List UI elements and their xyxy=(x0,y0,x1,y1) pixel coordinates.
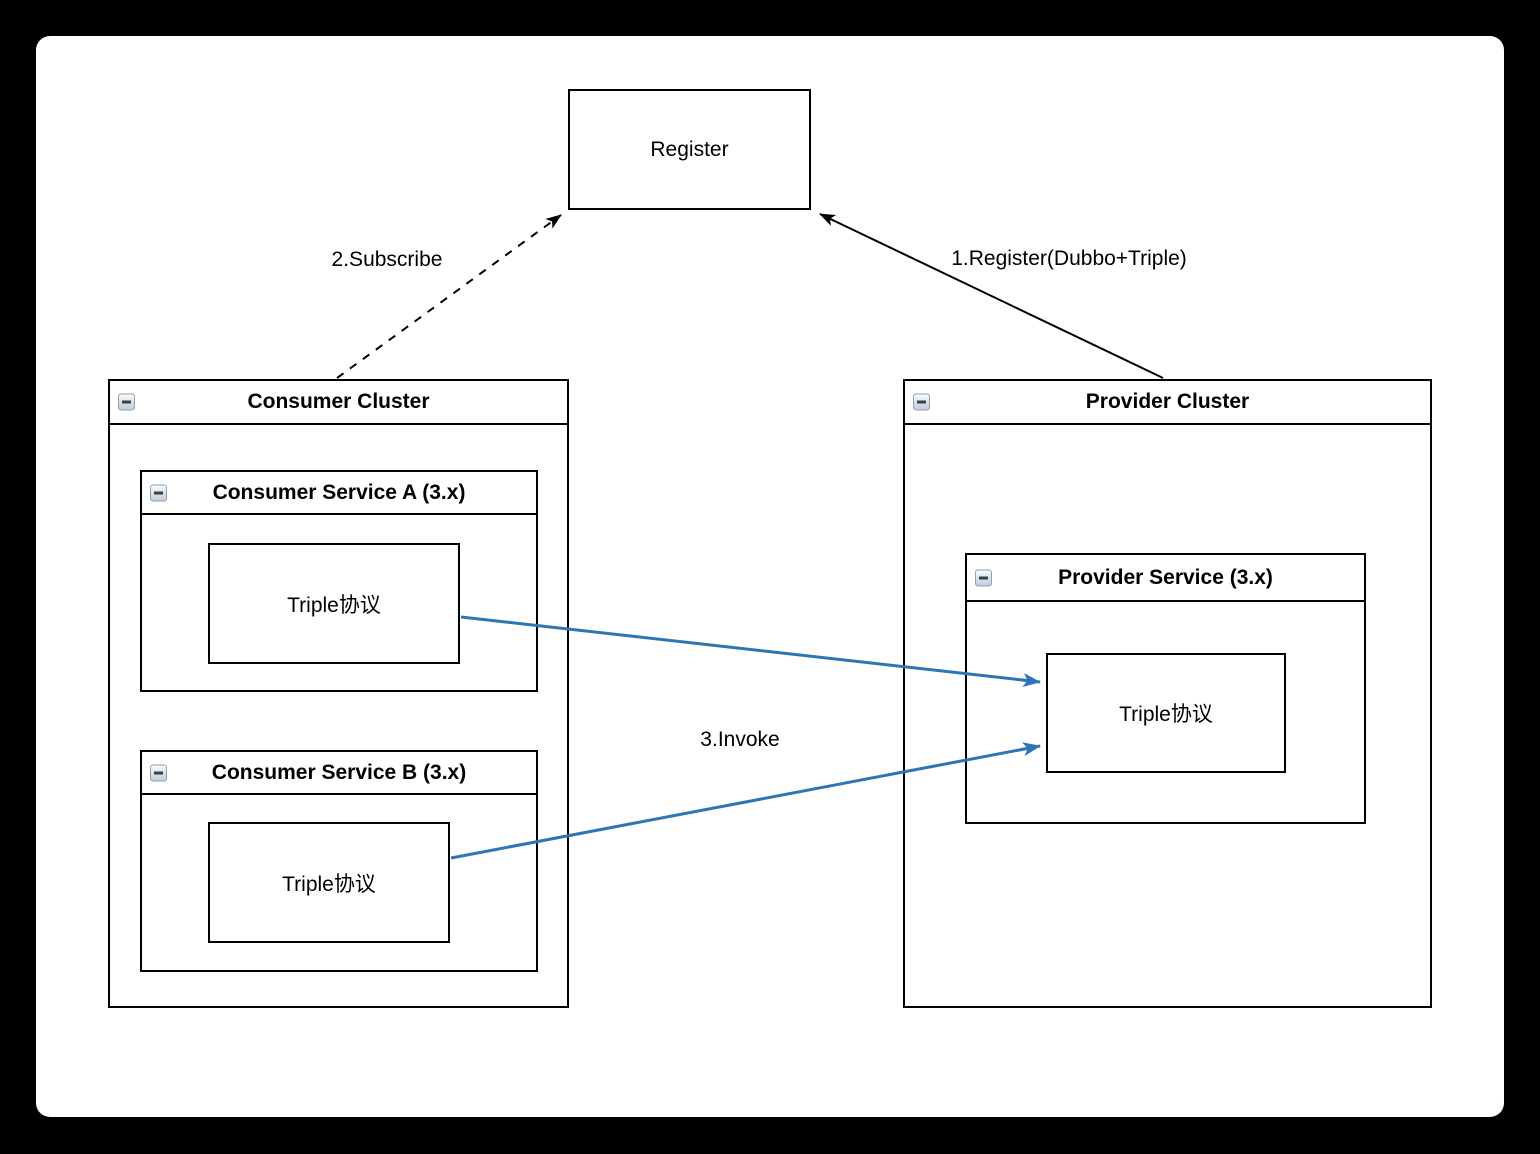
consumer-cluster-header: Consumer Cluster xyxy=(110,381,567,425)
register-edge-arrow[interactable] xyxy=(819,213,1164,379)
register-edge-label: 1.Register(Dubbo+Triple) xyxy=(949,247,1189,271)
collapse-minus-icon[interactable] xyxy=(150,484,167,501)
provider-cluster-header: Provider Cluster xyxy=(905,381,1430,425)
subscribe-edge-arrow[interactable] xyxy=(336,214,562,379)
consumer-service-b-title: Consumer Service B (3.x) xyxy=(211,760,467,784)
register-node-label: Register xyxy=(650,137,729,161)
consumer-b-triple-protocol-node[interactable]: Triple协议 xyxy=(208,822,450,943)
subscribe-edge-label: 2.Subscribe xyxy=(329,248,445,272)
collapse-minus-icon[interactable] xyxy=(118,393,135,411)
provider-cluster-title: Provider Cluster xyxy=(1085,390,1250,413)
consumer-service-b-header: Consumer Service B (3.x) xyxy=(142,752,536,795)
collapse-minus-icon[interactable] xyxy=(150,764,167,781)
collapse-minus-icon[interactable] xyxy=(975,569,992,586)
provider-triple-protocol-node[interactable]: Triple协议 xyxy=(1046,653,1286,773)
consumer-cluster-title: Consumer Cluster xyxy=(247,390,430,413)
consumer-a-triple-protocol-label: Triple协议 xyxy=(287,593,381,617)
register-node[interactable]: Register xyxy=(568,89,811,210)
provider-service-header: Provider Service (3.x) xyxy=(967,555,1364,602)
collapse-minus-icon[interactable] xyxy=(913,393,930,411)
invoke-edge-label: 3.Invoke xyxy=(698,728,782,752)
consumer-service-a-title: Consumer Service A (3.x) xyxy=(212,480,466,504)
consumer-service-a-header: Consumer Service A (3.x) xyxy=(142,472,536,515)
consumer-a-triple-protocol-node[interactable]: Triple协议 xyxy=(208,543,460,664)
provider-triple-protocol-label: Triple协议 xyxy=(1119,703,1213,726)
provider-service-title: Provider Service (3.x) xyxy=(1058,565,1273,589)
consumer-b-triple-protocol-label: Triple协议 xyxy=(282,872,376,896)
